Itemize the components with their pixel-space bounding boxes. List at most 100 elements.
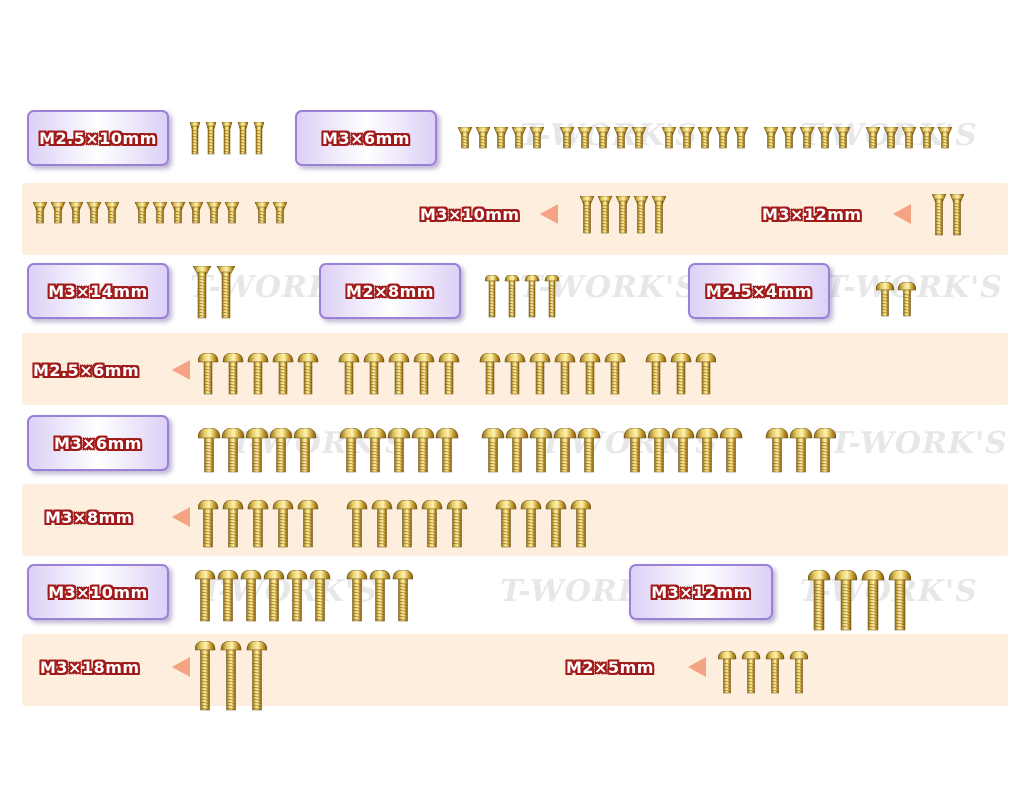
screw-icon: [134, 202, 150, 224]
screw-icon: [297, 353, 319, 395]
screw-icon: [247, 353, 269, 395]
screw-icon: [545, 500, 567, 548]
screw-icon: [479, 353, 501, 395]
screw-icon: [695, 353, 716, 395]
screw-icon: [580, 196, 595, 234]
screw-icon: [216, 266, 235, 319]
screw-icon: [221, 122, 233, 155]
screw-icon: [645, 353, 667, 395]
screw-icon: [392, 570, 413, 622]
screw-icon: [544, 275, 559, 318]
screw-icon: [570, 500, 591, 548]
screw-icon: [834, 570, 858, 631]
screw-icon: [813, 428, 836, 473]
screw-icon: [246, 641, 267, 711]
screw-icon: [631, 127, 647, 149]
screw-icon: [647, 428, 671, 473]
size-label-text: M3×14mm: [48, 281, 148, 301]
screw-icon: [224, 202, 240, 224]
screw-icon: [504, 275, 520, 318]
screw-icon: [104, 202, 120, 224]
screw-icon: [524, 275, 540, 318]
screws-m25x4-round: [876, 282, 916, 318]
screw-icon: [715, 127, 731, 149]
screw-icon: [520, 500, 542, 548]
screw-icon: [719, 428, 743, 473]
screw-icon: [272, 500, 294, 548]
screw-icon: [883, 127, 899, 149]
size-label-text: M2.5×4mm: [705, 281, 813, 301]
screw-icon: [369, 570, 391, 622]
screw-icon: [220, 641, 242, 711]
screw-icon: [485, 275, 500, 318]
screw-icon: [338, 353, 360, 395]
screw-icon: [937, 127, 952, 149]
screw-icon: [309, 570, 331, 622]
screw-icon: [293, 428, 317, 473]
screw-icon: [222, 500, 244, 548]
screws-m3x6-round: [198, 428, 836, 474]
band-row-8: [22, 634, 1008, 706]
screw-icon: [205, 122, 217, 155]
size-label-m25x6-round: M2.5×6mm: [33, 361, 140, 380]
screw-icon: [245, 428, 269, 473]
size-label-text: M2×8mm: [346, 281, 434, 301]
size-label-m3x6-round: M3×6mm: [27, 415, 169, 471]
screw-icon: [789, 651, 808, 694]
screw-icon: [217, 570, 239, 622]
screw-icon: [190, 122, 201, 155]
screw-icon: [633, 196, 649, 234]
screws-m3x6-flat: [458, 127, 952, 150]
screws-m3x12-round: [808, 570, 911, 632]
size-label-m3x12-flat: M3×12mm: [762, 205, 862, 224]
screw-icon: [50, 202, 66, 224]
screw-icon: [411, 428, 435, 473]
screws-m3x18-round: [195, 641, 267, 712]
screw-icon: [741, 651, 761, 694]
screw-icon: [237, 122, 249, 155]
pointer-arrow-icon: [172, 657, 190, 677]
screw-icon: [529, 353, 551, 395]
screw-icon: [554, 353, 576, 395]
screw-icon: [297, 500, 319, 548]
screw-icon: [346, 500, 368, 548]
screws-m3x14-flat: [193, 266, 235, 320]
screw-icon: [475, 127, 491, 149]
pointer-arrow-icon: [688, 657, 706, 677]
screw-icon: [733, 127, 749, 149]
screw-icon: [269, 428, 293, 473]
screw-icon: [388, 353, 410, 395]
screw-icon: [195, 641, 216, 711]
screw-icon: [495, 500, 517, 548]
screw-icon: [661, 127, 677, 149]
screw-icon: [188, 202, 204, 224]
screw-icon: [481, 428, 505, 473]
watermark: T-WORK'S: [830, 426, 1008, 461]
screw-icon: [170, 202, 186, 224]
screw-icon: [789, 428, 813, 473]
size-label-m2x8-round: M2×8mm: [319, 263, 461, 319]
screw-icon: [861, 570, 885, 631]
screw-icon: [529, 127, 545, 149]
screw-icon: [765, 651, 785, 694]
screw-icon: [221, 428, 245, 473]
size-label-m3x8-round: M3×8mm: [45, 508, 133, 527]
screw-icon: [421, 500, 443, 548]
screw-icon: [577, 428, 601, 473]
size-label-m3x18-round: M3×18mm: [40, 658, 140, 677]
screw-icon: [888, 570, 911, 631]
screw-icon: [808, 570, 831, 631]
screw-icon: [413, 353, 435, 395]
screw-icon: [577, 127, 593, 149]
screw-icon: [781, 127, 797, 149]
screw-icon: [613, 127, 629, 149]
screw-icon: [438, 353, 460, 395]
size-label-text: M3×6mm: [322, 128, 410, 148]
size-label-m3x10-flat: M3×10mm: [420, 205, 520, 224]
screw-icon: [671, 428, 695, 473]
screw-icon: [949, 194, 964, 236]
screw-icon: [371, 500, 393, 548]
screw-icon: [198, 500, 219, 548]
screw-icon: [247, 500, 269, 548]
screw-icon: [697, 127, 713, 149]
